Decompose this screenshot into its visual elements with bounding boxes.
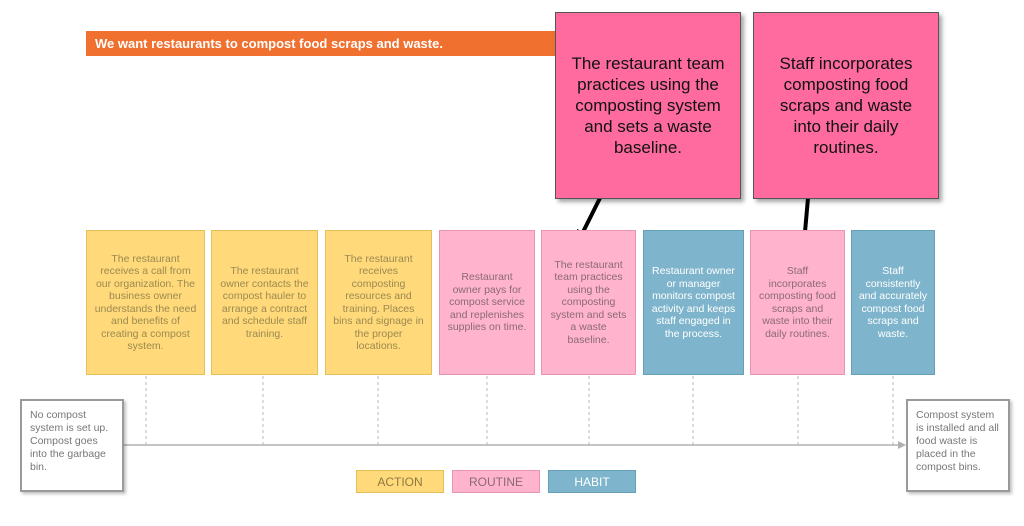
callout-routine-practice: The restaurant team practices using the … — [555, 12, 741, 199]
dashed-drop-lines — [145, 376, 894, 445]
step-card-6: Restaurant owner or manager monitors com… — [643, 230, 744, 375]
step-card-3: The restaurant receives composting resou… — [325, 230, 432, 375]
start-state-box: No compost system is set up. Compost goe… — [20, 399, 124, 492]
callout-arrow-1-line — [581, 197, 602, 233]
step-card-5: The restaurant team practices using the … — [541, 230, 636, 375]
legend-routine: ROUTINE — [452, 470, 540, 493]
legend-habit: HABIT — [548, 470, 636, 493]
goal-banner: We want restaurants to compost food scra… — [86, 31, 566, 56]
callout-routine-daily: Staff incorporates composting food scrap… — [753, 12, 939, 199]
step-card-2: The restaurant owner contacts the compos… — [211, 230, 318, 375]
timeline-arrowhead — [898, 441, 906, 449]
end-state-box: Compost system is installed and all food… — [906, 399, 1010, 492]
step-card-8: Staff consistently and accurately compos… — [851, 230, 935, 375]
callout-arrow-2-line — [803, 197, 810, 233]
legend-action: ACTION — [356, 470, 444, 493]
step-card-7: Staff incorporates composting food scrap… — [750, 230, 845, 375]
step-card-4: Restaurant owner pays for compost servic… — [439, 230, 535, 375]
step-card-1: The restaurant receives a call from our … — [86, 230, 205, 375]
